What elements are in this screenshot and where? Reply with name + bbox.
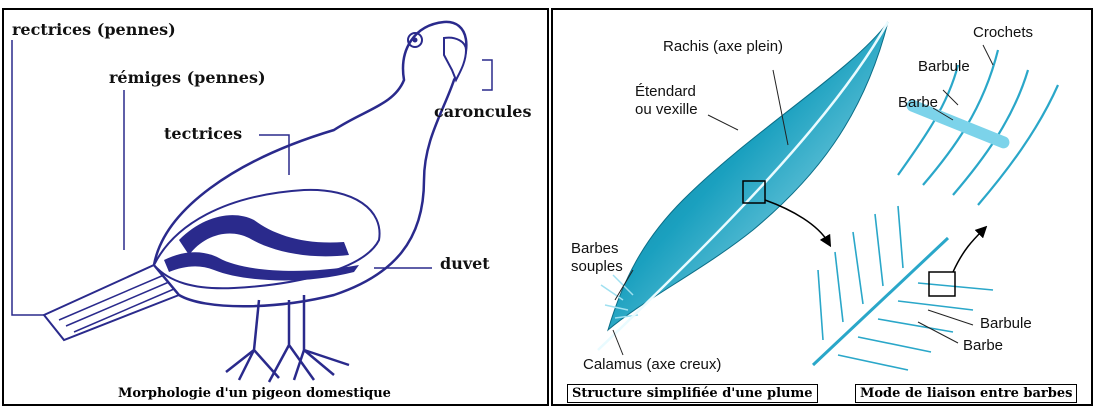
label-etendard-2: ou vexille: [635, 101, 698, 118]
label-tectrices: tectrices: [164, 124, 242, 143]
label-barbule-bottom: Barbule: [980, 315, 1032, 332]
caption-feather-structure: Structure simplifiée d'une plume: [567, 384, 818, 403]
label-etendard-1: Étendard: [635, 83, 696, 100]
feather-structure-panel: Rachis (axe plein) Étendard ou vexille B…: [551, 8, 1093, 406]
feather-illustration: [553, 10, 1093, 406]
label-rectrices: rectrices (pennes): [12, 20, 176, 39]
label-barbule-top: Barbule: [918, 58, 970, 75]
pigeon-illustration: [4, 10, 549, 406]
caption-pigeon: Morphologie d'un pigeon domestique: [118, 386, 391, 401]
label-barbe-bottom: Barbe: [963, 337, 1003, 354]
caption-barb-linkage: Mode de liaison entre barbes: [855, 384, 1077, 403]
pigeon-morphology-panel: rectrices (pennes) rémiges (pennes) tect…: [2, 8, 549, 406]
label-duvet: duvet: [440, 254, 490, 273]
label-remiges: rémiges (pennes): [109, 68, 266, 87]
label-barbes-souples-2: souples: [571, 258, 623, 275]
label-barbes-souples-1: Barbes: [571, 240, 619, 257]
label-caroncules: caroncules: [434, 102, 531, 121]
label-calamus: Calamus (axe creux): [583, 356, 721, 373]
label-rachis: Rachis (axe plein): [663, 38, 783, 55]
label-barbe-top: Barbe: [898, 94, 938, 111]
label-crochets: Crochets: [973, 24, 1033, 41]
